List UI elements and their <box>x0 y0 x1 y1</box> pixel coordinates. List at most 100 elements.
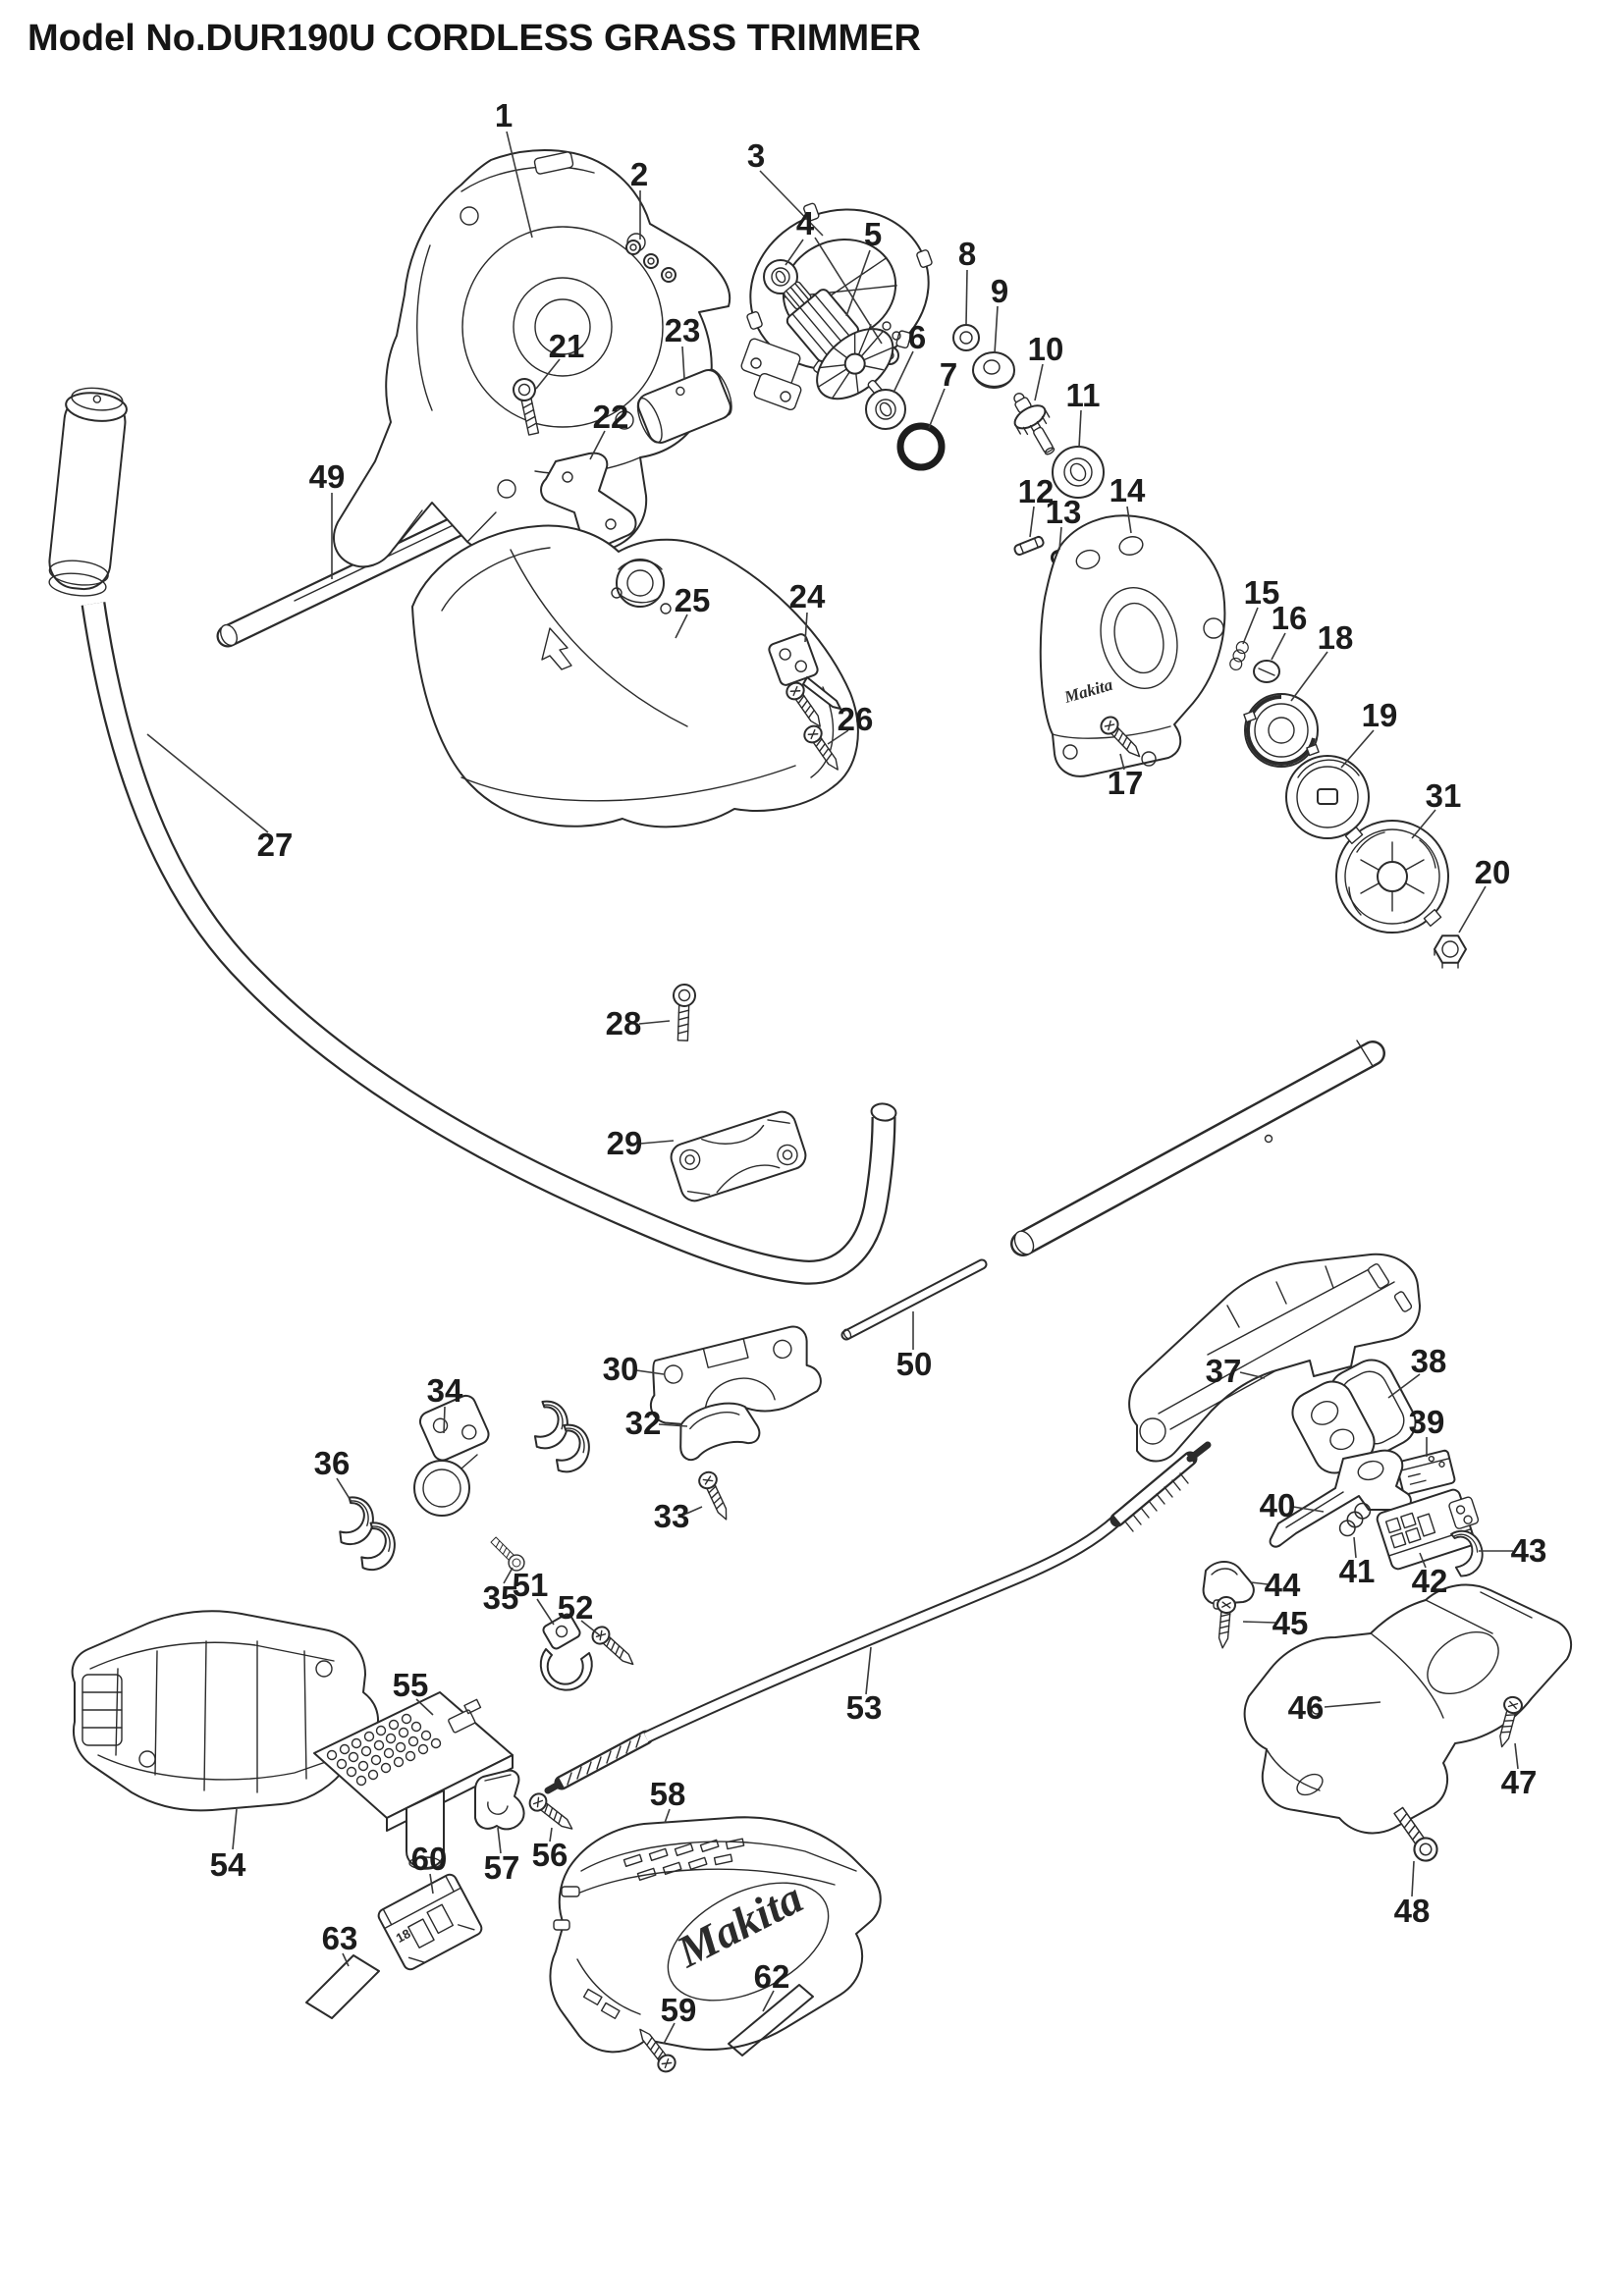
screw-33-drawing <box>695 1468 735 1524</box>
page-title: Model No.DUR190U CORDLESS GRASS TRIMMER <box>27 18 921 59</box>
part-number-2-screw-set: 2 <box>630 156 648 192</box>
part-number-37-handle-housing-upper: 37 <box>1206 1353 1242 1389</box>
part-number-4-ball-bearing: 4 <box>796 205 815 241</box>
leader-line-26 <box>827 729 849 745</box>
part-number-25-protector-guard: 25 <box>675 582 711 618</box>
leader-line-46 <box>1324 1701 1381 1708</box>
name-plate-label-drawing <box>305 1954 380 2019</box>
pipe-clamp-lower-drawing <box>679 1402 761 1462</box>
leader-line-45 <box>1242 1621 1276 1624</box>
leader-line-47 <box>1514 1742 1519 1770</box>
leader-line-30 <box>635 1369 665 1375</box>
leader-line-42 <box>1419 1552 1427 1569</box>
leader-line-32 <box>658 1423 688 1427</box>
part-number-30-handle-clamp-base: 30 <box>603 1351 639 1387</box>
protector-guard-drawing <box>411 524 859 828</box>
leader-line-40 <box>1292 1506 1325 1513</box>
ball-bearing-11-drawing <box>1052 446 1105 499</box>
leader-line-62 <box>762 1990 775 2012</box>
leader-line-21 <box>535 358 561 390</box>
leader-line-44 <box>1250 1581 1269 1585</box>
pipe-clamp-ring-drawing <box>413 1394 490 1517</box>
part-number-39-switch: 39 <box>1409 1404 1445 1440</box>
washer-9-drawing <box>972 351 1015 389</box>
leader-line-3 <box>759 170 824 237</box>
leader-line-38 <box>1387 1373 1421 1399</box>
part-number-20-hex-nut: 20 <box>1475 854 1511 890</box>
leader-line-1 <box>506 131 533 239</box>
leader-line-18 <box>1290 651 1328 702</box>
cord-clamp-57-drawing <box>474 1769 525 1831</box>
part-number-53-flexible-drive-cable: 53 <box>846 1689 883 1726</box>
part-number-19-cam-plate: 19 <box>1362 697 1398 733</box>
leader-line-8 <box>965 269 968 325</box>
switch-lever-drawing <box>1291 1359 1417 1474</box>
part-number-13-o-ring-small: 13 <box>1046 494 1082 530</box>
leader-line-27 <box>146 733 269 833</box>
part-number-58-battery-holder-cover: 58 <box>650 1776 686 1812</box>
part-number-17-tapping-screw: 17 <box>1108 765 1144 801</box>
part-number-55-controller: 55 <box>393 1667 429 1703</box>
spring-15-drawing <box>1222 639 1256 672</box>
caution-label-drawing <box>728 1984 814 2056</box>
leader-line-56 <box>549 1827 553 1842</box>
leader-line-12 <box>1029 506 1035 538</box>
part-number-56-tapping-screw: 56 <box>532 1837 568 1873</box>
leader-line-25 <box>675 614 688 639</box>
ball-bearing-6-drawing <box>865 389 906 430</box>
part-number-36-cushion-clip: 36 <box>314 1445 351 1481</box>
screw-52-drawing <box>588 1622 640 1673</box>
leader-line-11 <box>1078 409 1082 449</box>
part-number-44-cord-clamp: 44 <box>1265 1567 1301 1603</box>
leader-line-23 <box>681 346 685 380</box>
part-number-16-cap: 16 <box>1272 600 1308 636</box>
part-number-47-tapping-screw: 47 <box>1501 1764 1538 1800</box>
switch-drawing <box>1395 1449 1456 1496</box>
leader-line-58 <box>664 1808 671 1824</box>
part-number-24-guard-bracket: 24 <box>789 578 826 614</box>
trimmer-head-housing-drawing <box>1243 1583 1573 1835</box>
spring-clip-43-drawing <box>1449 1527 1487 1578</box>
leader-line-57 <box>497 1827 502 1854</box>
leader-line-53 <box>865 1646 872 1695</box>
handle-housing-upper-drawing <box>1128 1253 1421 1463</box>
leader-line-4 <box>814 237 883 345</box>
leader-line-52 <box>580 1620 602 1637</box>
part-number-57-cord-clamp: 57 <box>484 1849 520 1886</box>
part-number-18-ratchet-drum: 18 <box>1318 619 1354 656</box>
leader-line-14 <box>1126 506 1132 534</box>
cam-plate-drawing <box>1285 755 1370 839</box>
leader-line-15 <box>1242 607 1259 645</box>
part-number-14-bevel-gear-housing: 14 <box>1110 472 1146 508</box>
leader-line-17 <box>1119 753 1125 771</box>
part-number-32-pipe-clamp-lower: 32 <box>625 1405 662 1441</box>
spindle-gear-drawing <box>1013 393 1056 455</box>
part-number-46-trimmer-head-housing: 46 <box>1288 1689 1325 1726</box>
part-number-12-pin: 12 <box>1018 473 1055 509</box>
part-number-23-pipe-sleeve: 23 <box>665 312 701 348</box>
loop-handle-bar-drawing <box>48 387 897 1285</box>
spool-holder-drawing <box>1335 820 1449 934</box>
o-ring-7-drawing <box>896 422 946 471</box>
ratchet-drum-drawing <box>1243 693 1320 768</box>
part-number-21-hex-socket-bolt: 21 <box>549 328 585 364</box>
leader-line-16 <box>1271 632 1286 661</box>
leader-line-55 <box>415 1698 434 1716</box>
part-number-11-ball-bearing: 11 <box>1066 377 1101 413</box>
leader-line-20 <box>1458 885 1487 934</box>
part-number-27-loop-handle-bar: 27 <box>257 827 294 863</box>
part-number-40-lock-off-lever: 40 <box>1260 1487 1296 1523</box>
leader-line-63 <box>342 1952 350 1967</box>
ball-bearing-8-drawing <box>952 324 980 351</box>
handle-clamp-upper-drawing <box>670 1110 807 1202</box>
leader-line-29 <box>639 1140 675 1145</box>
part-number-26-tapping-screw: 26 <box>838 701 874 737</box>
part-number-49-pipe: 49 <box>309 458 346 495</box>
leader-line-22 <box>589 430 606 460</box>
part-number-38-switch-lever: 38 <box>1411 1343 1447 1379</box>
part-number-63-name-plate-label: 63 <box>322 1920 358 1956</box>
pin-12-drawing <box>1013 535 1045 557</box>
leader-line-37 <box>1239 1371 1266 1379</box>
part-number-51-strap-clamp: 51 <box>513 1567 549 1603</box>
cap-16-drawing <box>1253 660 1280 683</box>
